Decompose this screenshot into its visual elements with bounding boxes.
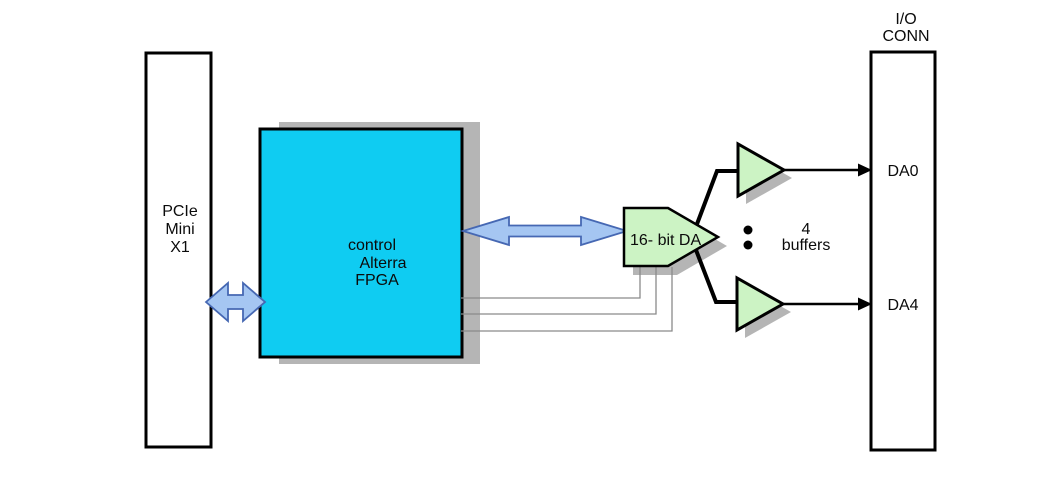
fpga-dac-signal-line-1: [461, 264, 641, 299]
buffer-top-triangle: [736, 141, 788, 199]
da0-arrowhead-icon: [858, 163, 872, 177]
dac-to-top-buffer-line: [695, 169, 738, 225]
io-conn-box: [869, 50, 937, 452]
buffers-word-label: buffers: [782, 237, 831, 254]
fpga-dac-signal-line-2: [461, 264, 657, 315]
io-conn-title-line2: CONN: [882, 28, 929, 45]
dac-block: [622, 206, 721, 268]
fpga-label-line1: control: [348, 237, 396, 254]
dac-to-bottom-buffer-line: [694, 249, 737, 304]
fpga-label-line2: Alterra: [359, 255, 406, 272]
buffer-bottom-triangle: [735, 275, 787, 333]
pcie-label-line1: PCIe: [162, 203, 198, 220]
pcie-label-line3: X1: [170, 239, 190, 256]
fpga-label-line3: FPGA: [355, 272, 399, 289]
io-port-da0-label: DA0: [887, 163, 918, 180]
fpga-dac-signal-line-3: [461, 267, 673, 332]
fpga-block: [258, 127, 464, 359]
dac-label: 16- bit DA: [630, 232, 701, 249]
da4-arrowhead-icon: [858, 297, 872, 311]
pcie-mini-box: [144, 51, 213, 449]
io-conn-title-line1: I/O: [895, 11, 916, 28]
pcie-fpga-bidir-arrow-icon: [204, 281, 267, 323]
ellipsis-dot-top-icon: [743, 225, 753, 235]
ellipsis-dot-bottom-icon: [743, 240, 753, 250]
io-port-da4-label: DA4: [887, 297, 918, 314]
buffers-count-label: 4: [802, 221, 811, 238]
pcie-label-line2: Mini: [165, 221, 194, 238]
fpga-dac-bidir-arrow-icon: [459, 215, 631, 247]
